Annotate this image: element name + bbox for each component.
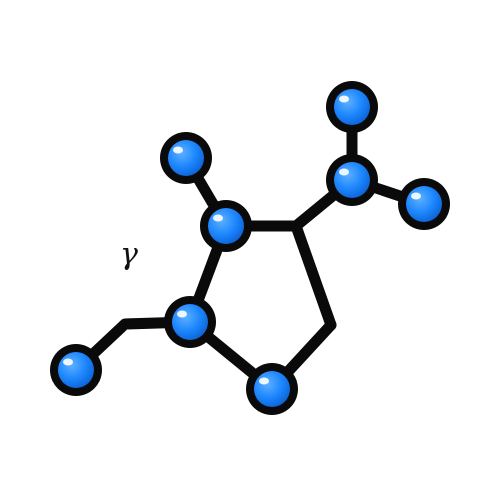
bond [290,220,337,331]
atom-node [50,344,102,396]
atoms [50,81,450,415]
atom-node [164,296,216,348]
atom-node [246,363,298,415]
atom-node [160,132,212,184]
gamma-label: γ [120,237,138,272]
atom-node [398,178,450,230]
atom-node [200,200,252,252]
atom-node [326,81,378,133]
atom-node [326,154,378,206]
